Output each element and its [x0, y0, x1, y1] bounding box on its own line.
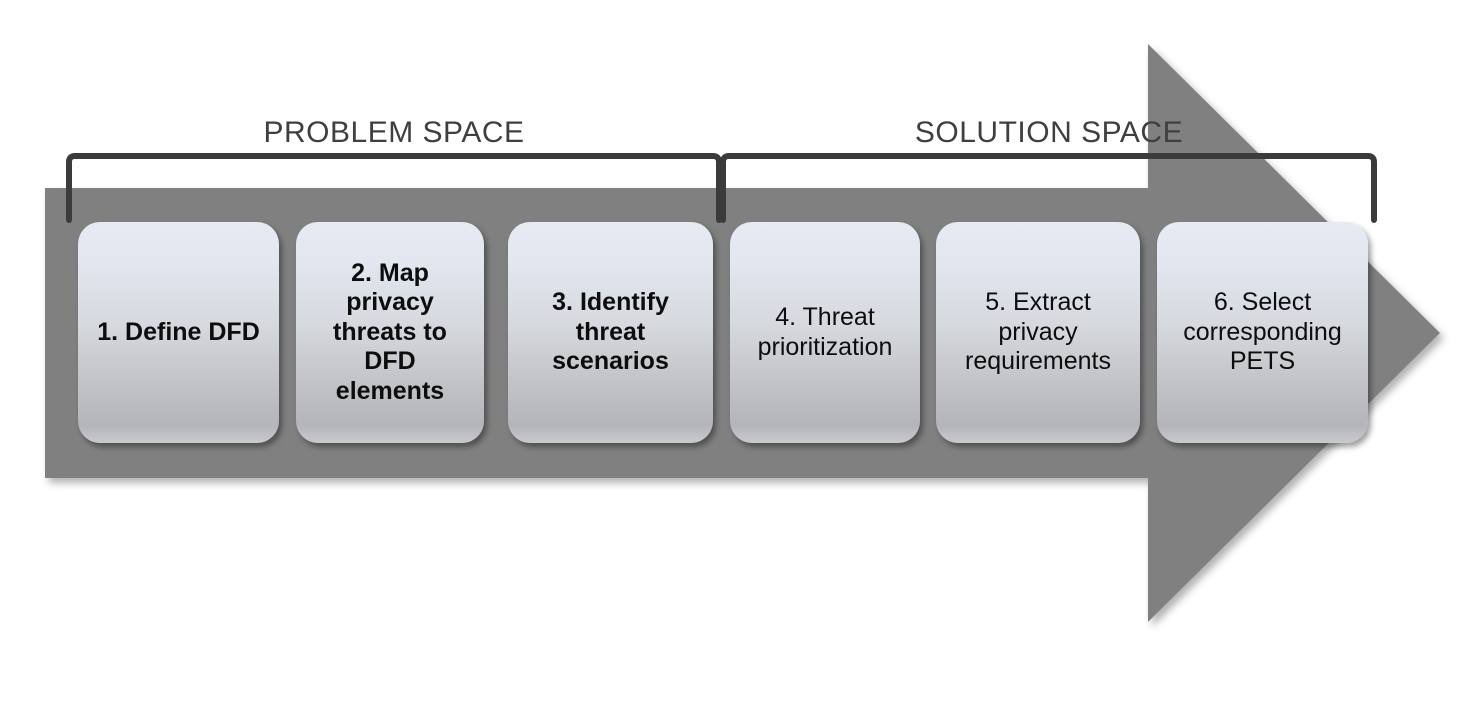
step-label-3: 3. Identify threat scenarios	[552, 288, 669, 376]
step-label-6: 6. Select corresponding PETS	[1183, 288, 1342, 376]
step-box-1[interactable]: 1. Define DFD	[78, 222, 279, 443]
step-box-3[interactable]: 3. Identify threat scenarios	[508, 222, 713, 443]
step-box-4[interactable]: 4. Threat prioritization	[730, 222, 920, 443]
step-label-5: 5. Extract privacy requirements	[965, 288, 1111, 376]
step-label-4: 4. Threat prioritization	[757, 303, 893, 361]
step-box-5[interactable]: 5. Extract privacy requirements	[936, 222, 1140, 443]
step-label-2: 2. Map privacy threats to DFD elements	[333, 258, 447, 405]
step-label-1: 1. Define DFD	[97, 317, 260, 346]
step-box-6[interactable]: 6. Select corresponding PETS	[1157, 222, 1368, 443]
phase-label-problem-space: PROBLEM SPACE	[263, 116, 525, 149]
phase-label-solution-space: SOLUTION SPACE	[914, 116, 1184, 149]
bracket-solution-space	[720, 153, 1377, 223]
step-box-2[interactable]: 2. Map privacy threats to DFD elements	[296, 222, 484, 443]
bracket-problem-space	[66, 153, 722, 223]
